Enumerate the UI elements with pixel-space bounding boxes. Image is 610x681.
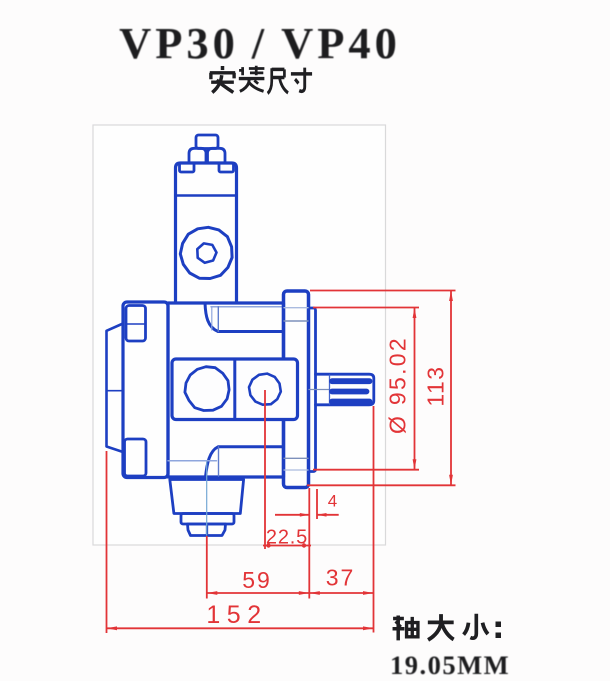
svg-text:113: 113 (423, 365, 449, 406)
svg-text:152: 152 (206, 601, 267, 629)
svg-text:4: 4 (328, 492, 337, 511)
svg-text:22.5: 22.5 (266, 527, 308, 549)
svg-text:Ø 95.02: Ø 95.02 (385, 336, 411, 434)
svg-text:59: 59 (242, 567, 272, 593)
svg-text:37: 37 (326, 565, 356, 591)
